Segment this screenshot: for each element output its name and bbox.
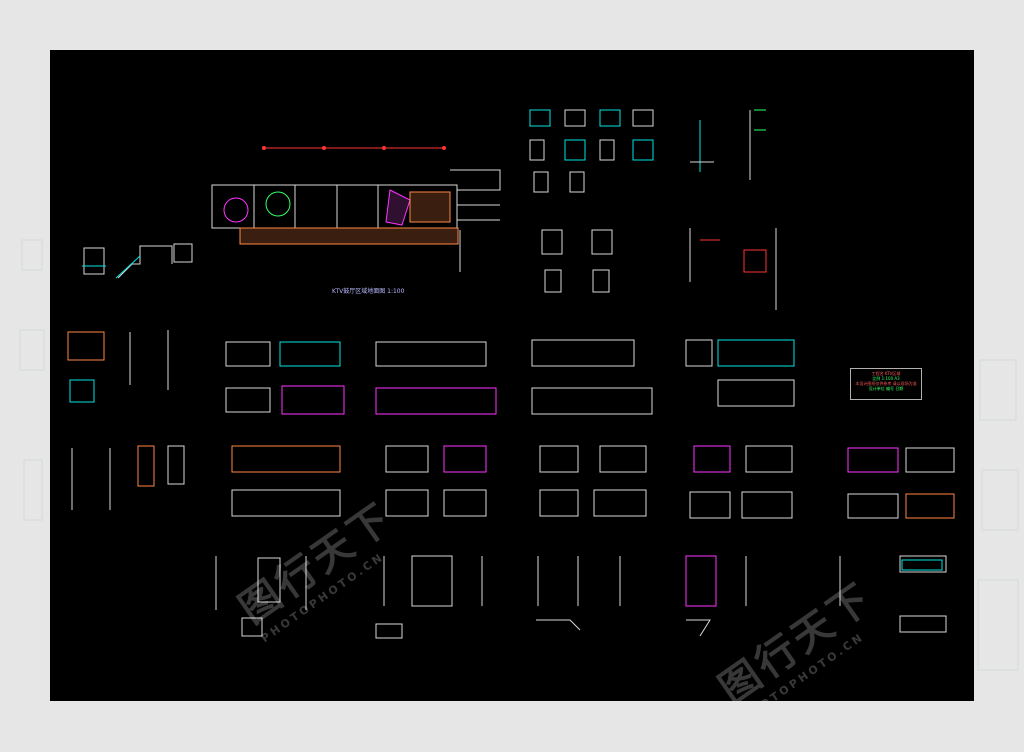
section-row-3 bbox=[215, 555, 947, 639]
cad-drawing-sheet: KTV鼓厅区域地面图 1:100 工程名 KTV区域 比例 1:100 A3 本… bbox=[50, 50, 974, 701]
stair-section bbox=[82, 243, 193, 279]
legend-line-4: 设计单位 编号 日期 bbox=[868, 386, 904, 391]
ghost-drawing-right bbox=[977, 359, 1019, 671]
ghost-drawing-left bbox=[19, 239, 45, 521]
elevation-row-1 bbox=[67, 330, 795, 415]
legend-line-3: 本设计图纸仅供参考 请以现场为准 bbox=[855, 381, 917, 386]
plan-title: KTV鼓厅区域地面图 1:100 bbox=[332, 288, 405, 295]
floor-plan bbox=[211, 146, 501, 272]
legend-line-2: 比例 1:100 A3 bbox=[872, 376, 900, 381]
elevation-row-2 bbox=[71, 445, 955, 519]
title-block-legend: 工程名 KTV区域 比例 1:100 A3 本设计图纸仅供参考 请以现场为准 设… bbox=[850, 368, 922, 400]
legend-line-1: 工程名 KTV区域 bbox=[871, 371, 901, 376]
cad-drawing-canvas bbox=[67, 109, 955, 639]
detail-cluster-top bbox=[529, 109, 777, 310]
